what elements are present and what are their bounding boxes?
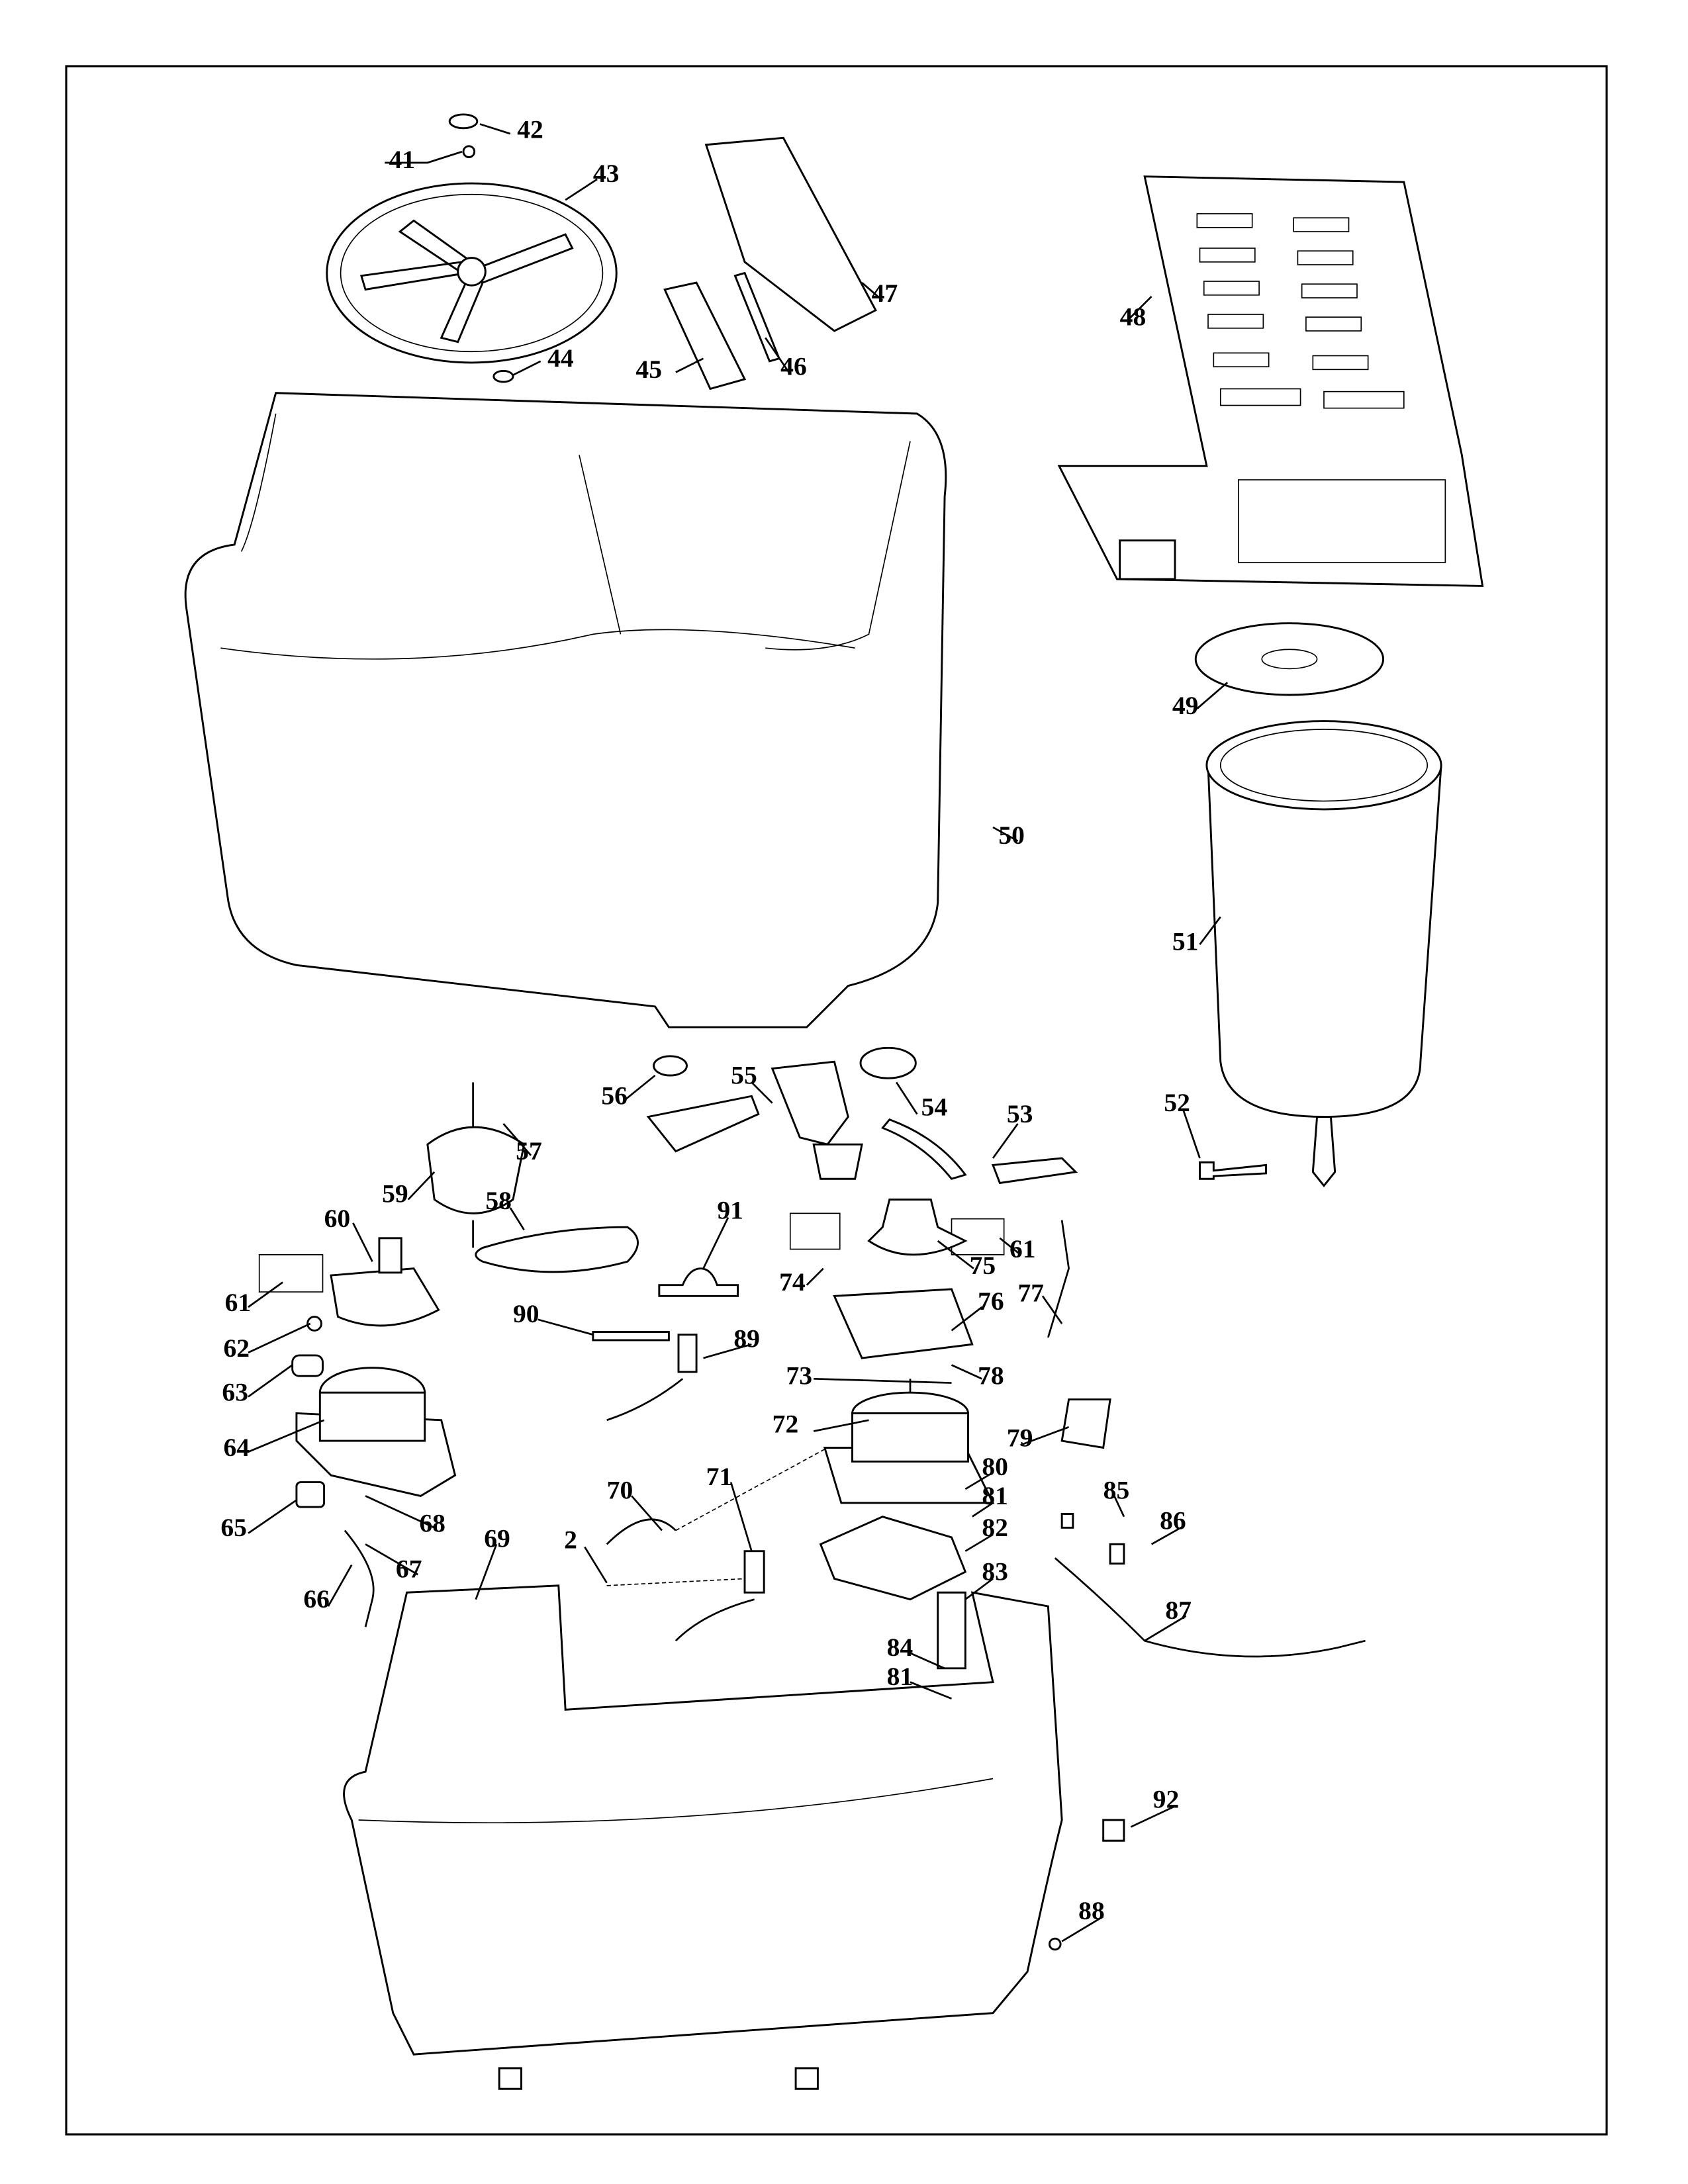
callout-55: 55 [731, 1060, 757, 1089]
callout-79: 79 [1007, 1423, 1033, 1452]
callout-66: 66 [303, 1584, 330, 1614]
callout-53: 53 [1007, 1099, 1033, 1128]
callout-74: 74 [779, 1267, 806, 1297]
callout-59: 59 [382, 1179, 408, 1208]
ground-wire-part [344, 1529, 375, 1627]
callout-64: 64 [224, 1433, 250, 1462]
callout-58: 58 [485, 1186, 512, 1215]
callout-72: 72 [773, 1410, 799, 1439]
callout-65: 65 [220, 1513, 247, 1542]
callout-51: 51 [1172, 927, 1199, 956]
pulley-fan-part [330, 1267, 440, 1327]
sensor-part [677, 1334, 698, 1373]
diagram-frame [65, 65, 1608, 2136]
spin-lid-part [1194, 622, 1385, 696]
callout-71: 71 [706, 1462, 733, 1491]
callout-2: 2 [564, 1525, 577, 1555]
callout-68: 68 [419, 1509, 445, 1538]
callout-75: 75 [970, 1251, 996, 1280]
brake-plate-part [833, 1288, 974, 1359]
bracket-part [1060, 1398, 1111, 1449]
callout-90: 90 [513, 1299, 539, 1328]
drain-valve-part [646, 1060, 863, 1180]
callout-82: 82 [982, 1513, 1008, 1542]
control-panel-insert-part [704, 136, 877, 332]
callout-42: 42 [517, 114, 543, 144]
callout-56: 56 [601, 1081, 628, 1111]
callout-84: 84 [887, 1633, 914, 1662]
washer-part [492, 369, 514, 383]
callout-45: 45 [635, 355, 662, 384]
bolt-part [1199, 1161, 1267, 1180]
callout-76: 76 [978, 1287, 1004, 1316]
callout-52: 52 [1164, 1088, 1190, 1117]
spring-part [937, 1591, 966, 1670]
callout-69: 69 [484, 1524, 510, 1553]
belt-part [475, 1226, 639, 1273]
clutch-gearbox-part [426, 1082, 526, 1248]
callout-77: 77 [1018, 1279, 1045, 1308]
switch-part [295, 1481, 326, 1508]
tub-part [184, 392, 947, 1028]
callout-92: 92 [1153, 1784, 1180, 1813]
spin-drum-part [1205, 720, 1442, 1188]
foot-part [498, 1819, 1125, 2090]
screw-box [258, 1254, 324, 1293]
wash-motor-part [295, 1367, 457, 1497]
pulsator-part [326, 182, 618, 364]
cover-slots [1119, 213, 1446, 580]
base-cabinet-part [343, 1584, 1063, 2056]
water-sensor-part [743, 1550, 765, 1594]
cap-part [448, 113, 479, 130]
callout-80: 80 [982, 1452, 1008, 1481]
callout-44: 44 [547, 343, 574, 373]
clamp-part [658, 1267, 739, 1297]
callout-67: 67 [396, 1554, 422, 1583]
screw-part [462, 145, 476, 158]
screw-88 [1048, 1937, 1062, 1951]
callout-89: 89 [733, 1324, 760, 1353]
ground-wire-70 [606, 1518, 677, 1545]
callout-81a: 81 [982, 1481, 1008, 1510]
callout-91: 91 [717, 1196, 743, 1225]
callout-labels: 42 41 43 44 45 46 47 48 49 50 51 52 53 5… [220, 114, 1198, 1925]
callout-43: 43 [593, 159, 620, 188]
callout-83: 83 [982, 1557, 1008, 1586]
callout-86: 86 [1160, 1506, 1186, 1535]
callout-87: 87 [1165, 1596, 1192, 1625]
callout-48: 48 [1120, 302, 1147, 332]
callout-61a: 61 [225, 1288, 252, 1317]
callout-41: 41 [389, 145, 416, 174]
lint-filter-part [663, 281, 747, 390]
callout-49: 49 [1172, 691, 1199, 720]
callout-46: 46 [780, 352, 807, 381]
callout-63: 63 [222, 1378, 248, 1407]
brake-hub-part [867, 1199, 968, 1256]
callout-60: 60 [324, 1204, 351, 1233]
callout-81b: 81 [887, 1662, 914, 1691]
callout-54: 54 [921, 1092, 948, 1121]
callout-73: 73 [786, 1361, 813, 1390]
mount-plate-part [819, 1516, 967, 1601]
power-cord-part [1054, 1557, 1366, 1658]
callout-85: 85 [1103, 1476, 1130, 1505]
drain-hose-part [880, 1118, 1078, 1185]
callout-47: 47 [872, 279, 898, 308]
screw-box-right [789, 1212, 841, 1250]
callout-70: 70 [607, 1476, 633, 1505]
leader-lines [248, 123, 1229, 1942]
callout-50: 50 [998, 821, 1025, 850]
bar-part [592, 1331, 670, 1342]
top-cover-part [1057, 175, 1484, 587]
callout-88: 88 [1078, 1896, 1105, 1925]
callout-61b: 61 [1009, 1234, 1036, 1263]
callout-57: 57 [516, 1136, 542, 1165]
drain-cap-part [859, 1046, 917, 1079]
seal-ring-part [653, 1055, 688, 1077]
callout-62: 62 [224, 1334, 250, 1363]
capacitor-part [291, 1354, 324, 1377]
callout-78: 78 [978, 1361, 1004, 1390]
spin-motor-part [823, 1379, 995, 1504]
